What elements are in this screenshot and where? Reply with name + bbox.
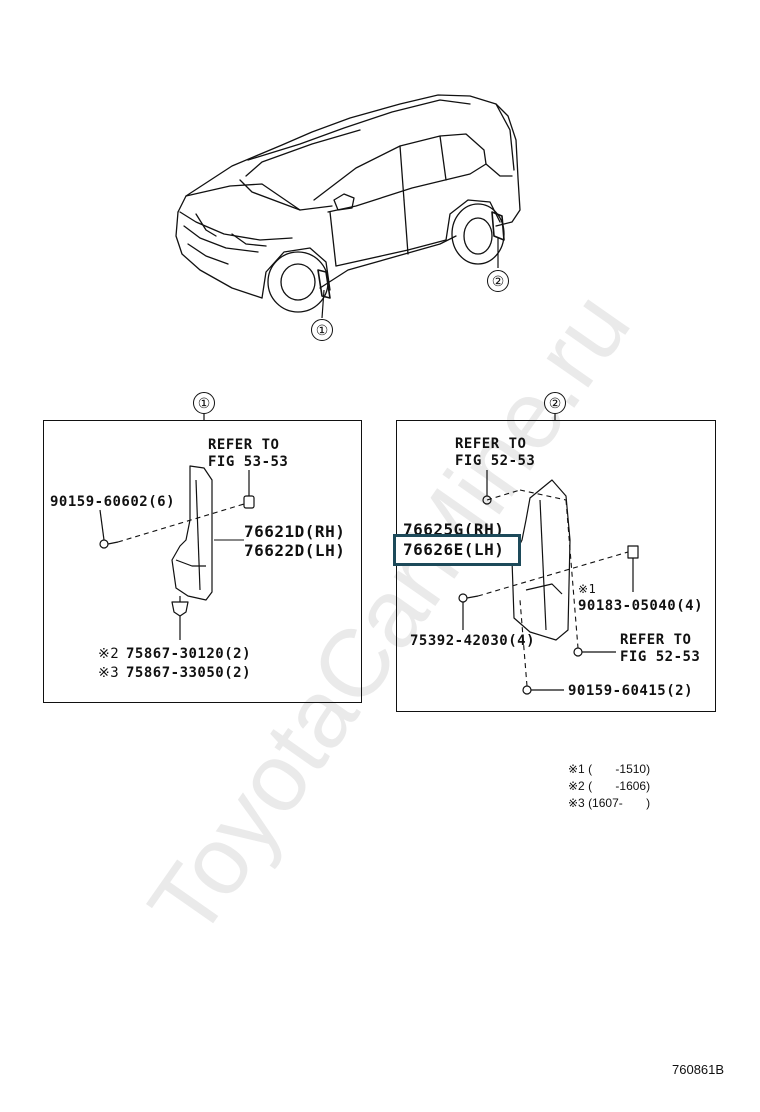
p2-bolt-part-number[interactable]: 90159-60415(2) <box>568 683 694 699</box>
callout-2-panel-header: ② <box>544 392 566 414</box>
p2-refer-bottom-line2: FIG 52-53 <box>620 649 701 665</box>
note-1: ※1 ( -1510) <box>568 762 651 776</box>
p2-nut-part-number[interactable]: 90183-05040(4) <box>578 598 704 614</box>
p1-clip2-mark: ※3 <box>98 665 120 681</box>
callout-1-panel-header: ① <box>193 392 215 414</box>
panel-rear-mudguard <box>396 420 716 712</box>
p1-refer-line2: FIG 53-53 <box>208 454 289 470</box>
callout-1-vehicle: ① <box>311 319 333 341</box>
p1-clip1-mark: ※2 <box>98 646 120 662</box>
p2-refer-top-line2: FIG 52-53 <box>455 453 536 469</box>
note-2: ※2 ( -1606) <box>568 779 651 793</box>
panel-front-mudguard <box>43 420 362 703</box>
callout-2-vehicle: ② <box>487 270 509 292</box>
p1-mudguard-lh-part-number[interactable]: 76622D(LH) <box>244 541 346 560</box>
p1-clip2-part-number[interactable]: 75867-33050(2) <box>126 665 252 681</box>
p2-refer-top-line1: REFER TO <box>455 436 527 452</box>
p2-screw-part-number[interactable]: 75392-42030(4) <box>410 633 536 649</box>
p2-nut-mark: ※1 <box>578 582 597 596</box>
p2-refer-bottom-line1: REFER TO <box>620 632 692 648</box>
p1-mudguard-rh-part-number[interactable]: 76621D(RH) <box>244 522 346 541</box>
p1-refer-line1: REFER TO <box>208 437 280 453</box>
p2-mudguard-lh-highlight[interactable] <box>393 534 521 566</box>
p1-clip1-part-number[interactable]: 75867-30120(2) <box>126 646 252 662</box>
note-3: ※3 (1607- ) <box>568 796 651 810</box>
p2-mudguard-lh-part-number[interactable]: 76626E(LH) <box>403 540 505 559</box>
p1-bolt-part-number[interactable]: 90159-60602(6) <box>50 494 176 510</box>
figure-code: 760861B <box>672 1062 725 1077</box>
